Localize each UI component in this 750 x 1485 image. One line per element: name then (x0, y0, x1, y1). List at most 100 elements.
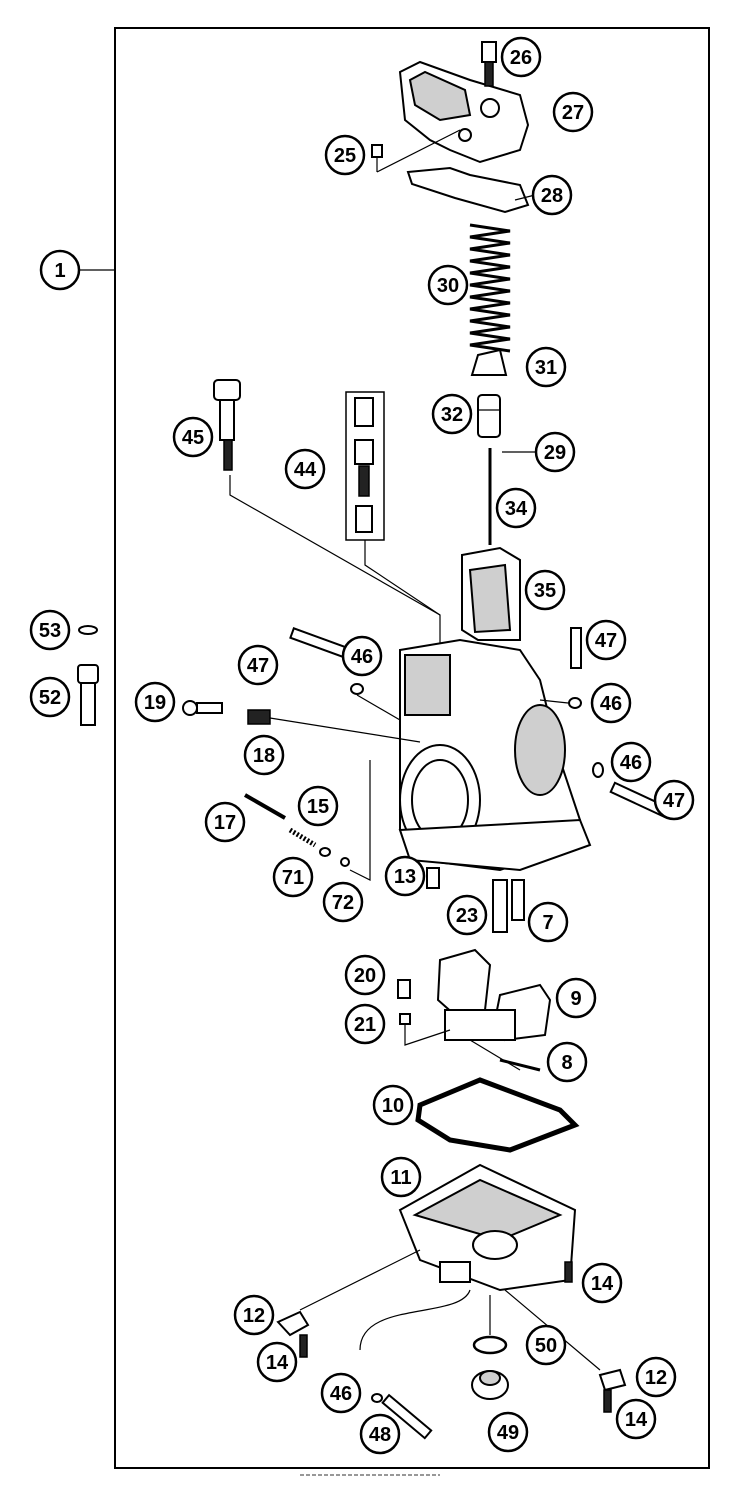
callout-circle (653, 779, 695, 821)
callout-27: 27 (552, 91, 594, 133)
callout-number: 12 (243, 1305, 265, 1327)
jet-set-box (345, 391, 385, 541)
callout-number: 47 (595, 630, 617, 652)
callout-circle (590, 682, 632, 724)
callout-10: 10 (372, 1084, 414, 1126)
callout-44: 44 (284, 448, 326, 490)
callout-circle (446, 894, 488, 936)
callout-circle (344, 954, 386, 996)
callout-circle (555, 977, 597, 1019)
callout-number: 48 (369, 1424, 391, 1446)
callout-number: 26 (510, 47, 532, 69)
callout-circle (615, 1398, 657, 1440)
assembly-frame (114, 27, 710, 1469)
callout-11: 11 (380, 1156, 422, 1198)
callout-number: 29 (544, 442, 566, 464)
callout-circle (320, 1372, 362, 1414)
callout-52: 52 (29, 676, 71, 718)
callout-34: 34 (495, 487, 537, 529)
callout-number: 19 (144, 692, 166, 714)
callout-circle (341, 635, 383, 677)
callout-32: 32 (431, 393, 473, 435)
ring-part (350, 683, 364, 695)
callout-number: 1 (54, 260, 65, 282)
callout-26: 26 (500, 36, 542, 78)
callout-number: 27 (562, 102, 584, 124)
callout-circle (487, 1411, 529, 1453)
callout-circle (546, 1041, 588, 1083)
carburetor-body-part (398, 638, 592, 872)
idle-spring-part (247, 709, 271, 725)
callout-number: 31 (535, 357, 557, 379)
callout-46b: 46 (590, 682, 632, 724)
float-needle-part (397, 979, 411, 999)
o-ring-part (340, 857, 350, 867)
main-jet-part (511, 879, 525, 921)
callout-circle (581, 1262, 623, 1304)
callout-circle (29, 676, 71, 718)
callout-circle (610, 741, 652, 783)
callout-number: 13 (394, 866, 416, 888)
washer-part (319, 847, 331, 857)
ring-part (592, 762, 604, 778)
callout-number: 30 (437, 275, 459, 297)
callout-circle (525, 346, 567, 388)
callout-18: 18 (243, 734, 285, 776)
callout-number: 46 (330, 1383, 352, 1405)
callout-number: 28 (541, 185, 563, 207)
callout-number: 46 (620, 752, 642, 774)
callout-21: 21 (344, 1003, 386, 1045)
callout-25: 25 (324, 134, 366, 176)
callout-circle (380, 1156, 422, 1198)
callout-50: 50 (525, 1324, 567, 1366)
callout-circle (297, 785, 339, 827)
callout-circle (525, 1324, 567, 1366)
callout-49: 49 (487, 1411, 529, 1453)
callout-number: 20 (354, 965, 376, 987)
callout-circle (427, 264, 469, 306)
callout-number: 45 (182, 427, 204, 449)
callout-circle (322, 881, 364, 923)
callout-46c: 46 (610, 741, 652, 783)
callout-number: 44 (294, 459, 317, 481)
screw-part (299, 1334, 308, 1358)
pilot-jet-part (426, 867, 440, 889)
callout-number: 25 (334, 145, 356, 167)
callout-46d: 46 (320, 1372, 362, 1414)
ring-part (371, 1393, 383, 1403)
callout-13: 13 (384, 855, 426, 897)
callout-72: 72 (322, 881, 364, 923)
callout-circle (500, 36, 542, 78)
top-bolt-part (481, 41, 497, 87)
callout-number: 46 (351, 646, 373, 668)
callout-53: 53 (29, 609, 71, 651)
clip-part (598, 1368, 627, 1392)
clip-part (276, 1310, 310, 1337)
float-pin-part (499, 1058, 541, 1072)
drain-hose-part (381, 1393, 433, 1440)
air-screw-part (213, 379, 241, 471)
pilot-spring-part (288, 827, 317, 848)
pilot-screw-part (244, 793, 286, 820)
callout-circle (372, 1084, 414, 1126)
callout-28: 28 (531, 174, 573, 216)
callout-number: 14 (625, 1409, 648, 1431)
callout-number: 34 (505, 498, 528, 520)
callout-30: 30 (427, 264, 469, 306)
idle-screw-part (182, 700, 223, 716)
callout-circle (284, 448, 326, 490)
callout-31: 31 (525, 346, 567, 388)
callout-number: 49 (497, 1422, 519, 1444)
callout-14a: 14 (581, 1262, 623, 1304)
float-bowl-gasket-part (415, 1077, 580, 1153)
callout-15: 15 (297, 785, 339, 827)
callout-number: 11 (390, 1167, 411, 1189)
callout-circle (359, 1413, 401, 1455)
callout-circle (524, 569, 566, 611)
callout-48: 48 (359, 1413, 401, 1455)
callout-circle (134, 681, 176, 723)
callout-46a: 46 (341, 635, 383, 677)
needle-jet-part (492, 879, 508, 933)
